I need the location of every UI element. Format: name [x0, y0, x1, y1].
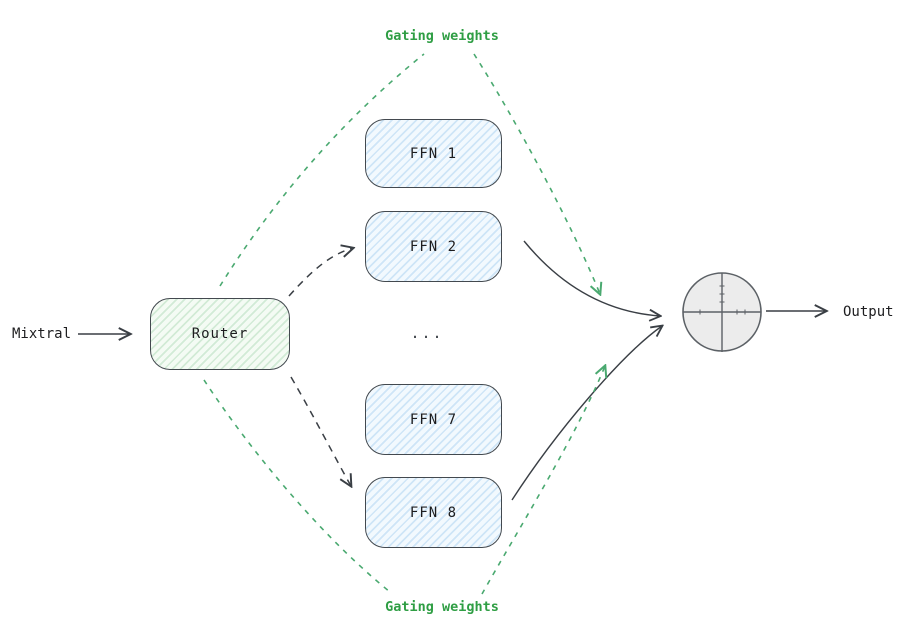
ffn2-to-sum-arrow: [523, 240, 660, 316]
output-label: Output: [843, 304, 894, 320]
gating-weights-bottom-label: Gating weights: [385, 599, 499, 615]
router-to-ffn8-arrow: [290, 376, 351, 486]
ffn7-node: FFN 7: [365, 384, 502, 455]
ffn8-label: FFN 8: [409, 504, 458, 521]
sum-node: [682, 272, 762, 352]
ffn8-node: FFN 8: [365, 477, 502, 548]
router-label: Router: [191, 326, 249, 342]
router-node: Router: [150, 298, 290, 370]
ffn7-label: FFN 7: [409, 411, 458, 428]
ffn1-label: FFN 1: [409, 145, 458, 162]
ffn8-to-sum-arrow: [511, 326, 662, 501]
ffn1-node: FFN 1: [365, 119, 502, 188]
router-to-ffn2-arrow: [288, 248, 353, 297]
gating-weights-top-label: Gating weights: [385, 28, 499, 44]
sum-cross-icon: [683, 273, 761, 352]
experts-ellipsis: ...: [410, 324, 444, 342]
ffn2-label: FFN 2: [409, 238, 458, 255]
mixtral-input-label: Mixtral: [12, 326, 72, 342]
ffn2-node: FFN 2: [365, 211, 502, 282]
gating-curve-bottom-left: [203, 379, 391, 593]
gating-curve-top-left: [219, 53, 425, 287]
